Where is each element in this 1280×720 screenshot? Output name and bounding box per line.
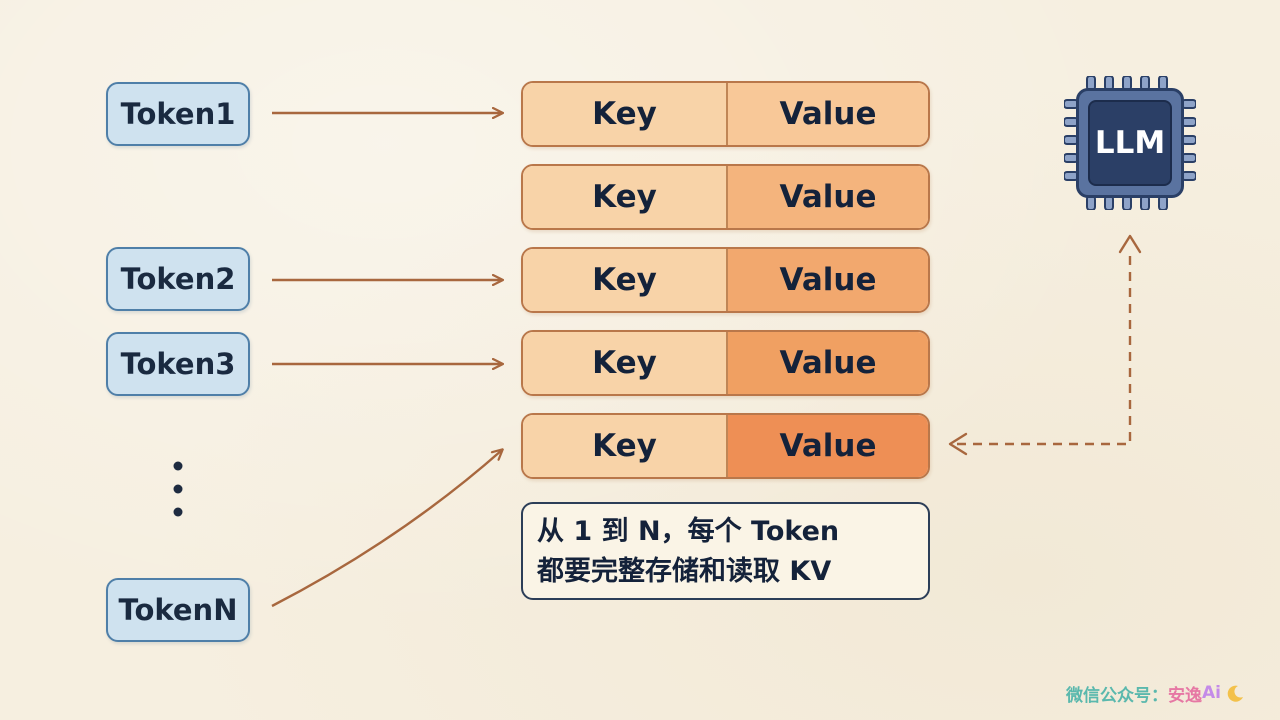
caption-line-1: 从 1 到 N，每个 Token [537,516,840,547]
token-box-1: Token1 [106,82,250,146]
chip-label: LLM [1088,100,1172,186]
kv-row-4: Key Value [521,330,930,396]
tokenn-arrow [271,450,502,608]
chip-icon: LLM [1064,76,1196,210]
kv-value-cell: Value [728,415,928,477]
kv-row-2: Key Value [521,164,930,230]
caption-line-2: 都要完整存储和读取 KV [537,556,832,587]
watermark-suffix: Ai [1202,683,1221,703]
watermark: 微信公众号： 安逸 Ai [1066,680,1266,706]
moon-icon [1227,685,1243,702]
kv-key-cell: Key [523,415,728,477]
kv-value-cell: Value [728,166,928,228]
kv-key-cell: Key [523,83,728,145]
watermark-prefix: 微信公众号： [1066,685,1168,706]
kv-key-cell: Key [523,166,728,228]
kv-value-cell: Value [728,83,928,145]
llm-dashed-connector [948,234,1142,456]
kv-value-cell: Value [728,332,928,394]
caption-box: 从 1 到 N，每个 Token 都要完整存储和读取 KV [521,502,930,600]
kv-row-1: Key Value [521,81,930,147]
token-box-3: Token3 [106,332,250,396]
token-box-2: Token2 [106,247,250,311]
kv-row-5: Key Value [521,413,930,479]
kv-key-cell: Key [523,249,728,311]
watermark-name: 安逸 [1168,685,1202,706]
kv-value-cell: Value [728,249,928,311]
kv-row-3: Key Value [521,247,930,313]
token-box-n: TokenN [106,578,250,642]
ellipsis-icon [173,461,183,517]
kv-key-cell: Key [523,332,728,394]
